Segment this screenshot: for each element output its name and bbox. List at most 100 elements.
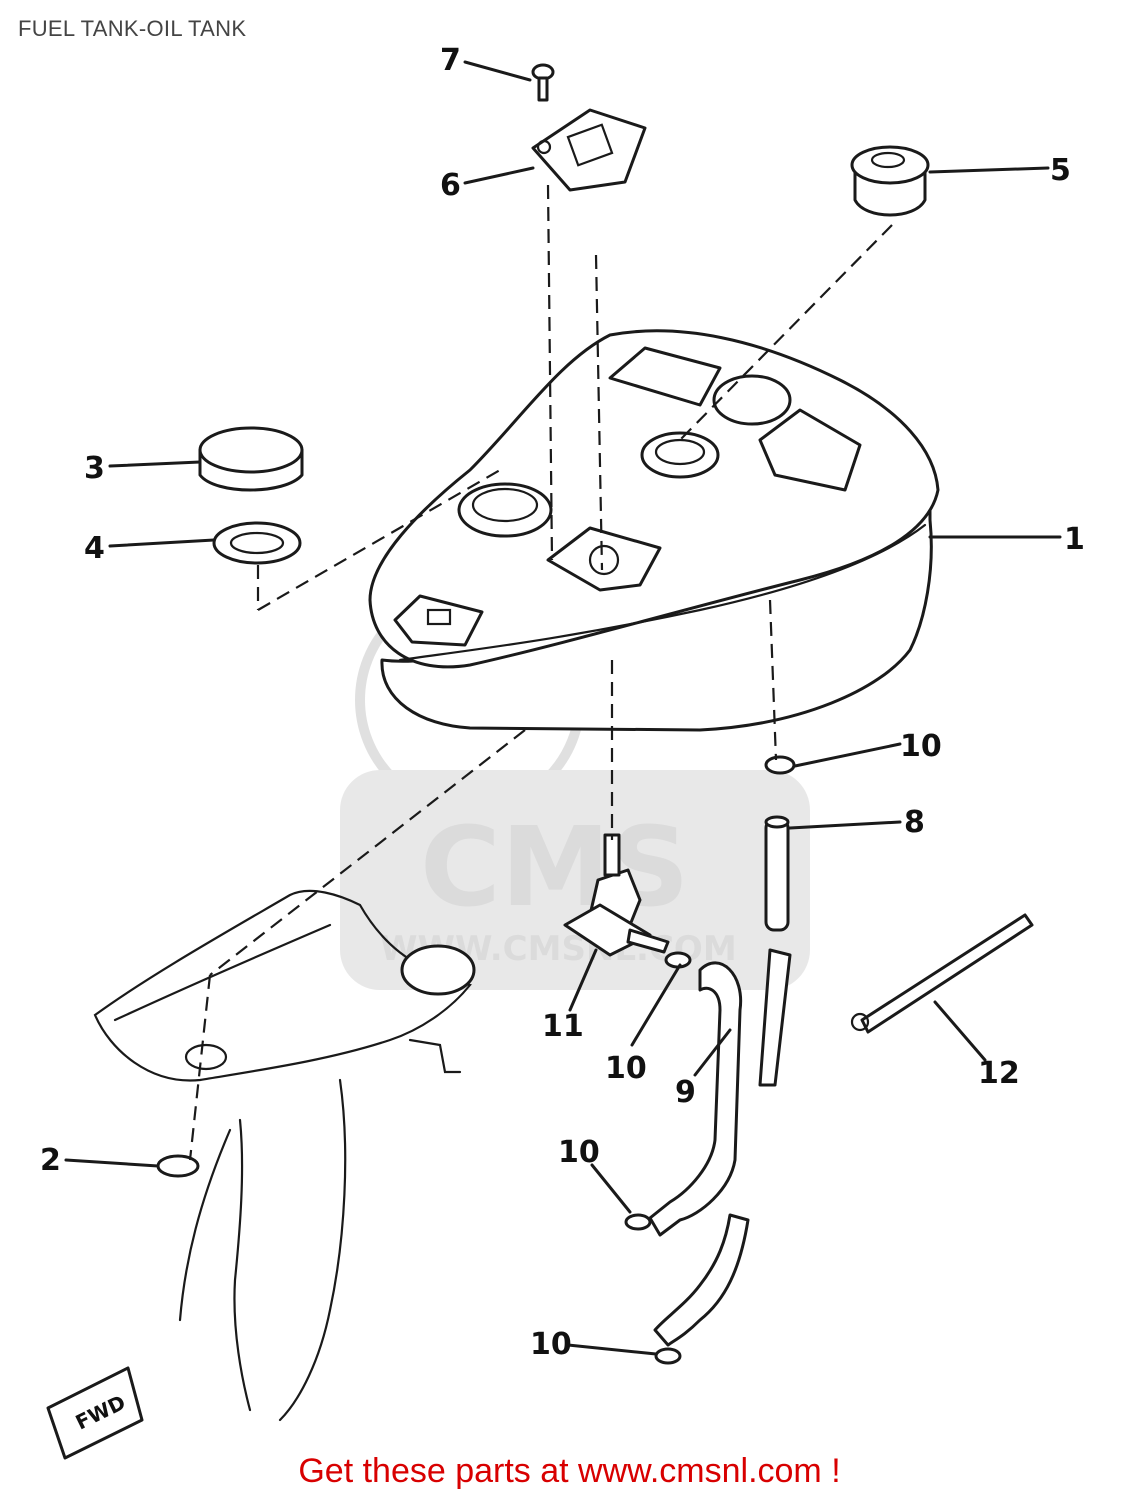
part-6-gauge-plate [531, 108, 647, 192]
fuel-oil-tank [368, 329, 940, 732]
leader-12 [933, 1000, 987, 1062]
leader-lines [64, 60, 1062, 1356]
part-8-hose [764, 815, 790, 932]
frame-upper [93, 889, 472, 1082]
frame-rib [113, 923, 332, 1022]
callout-10d: 10 [530, 1327, 572, 1362]
part-11-fuel-cock [563, 833, 670, 957]
leader-2 [64, 1158, 160, 1168]
hose-9-left [648, 961, 743, 1237]
hose-8 [764, 818, 790, 932]
assembly-lines [188, 184, 893, 1161]
leader-11 [568, 948, 598, 1012]
frame-tab [408, 1038, 462, 1074]
callout-2: 2 [40, 1143, 61, 1178]
assy-line-oil [257, 469, 501, 611]
frame-down-right [278, 1078, 347, 1422]
washer-4-inner [229, 531, 285, 555]
leader-5 [928, 166, 1050, 174]
hose-9-lower [653, 1213, 750, 1347]
frame-mount-boss [400, 944, 476, 996]
screw-7-shank [537, 76, 549, 102]
part-2-grommet [156, 1154, 200, 1178]
part-5-fuel-cap [850, 145, 930, 217]
part-12-strap [850, 913, 1034, 1034]
footer-link[interactable]: Get these parts at www.cmsnl.com ! [298, 1452, 841, 1490]
assy-line-grommet [188, 974, 212, 1161]
leader-6 [463, 166, 535, 185]
tank-gauge-mount [546, 526, 662, 592]
leader-10a [793, 742, 902, 768]
callout-8: 8 [904, 805, 925, 840]
watermark-logo-text: CMS [420, 803, 689, 931]
leader-4 [108, 538, 216, 548]
fuel-cock-11-filter [603, 833, 621, 877]
fwd-marker: FWD [46, 1366, 144, 1460]
assy-line-frame [209, 729, 526, 976]
leader-8 [788, 820, 902, 830]
callout-7: 7 [440, 43, 461, 78]
part-10-clips [624, 755, 796, 1365]
tank-oil-opening [457, 482, 553, 538]
clip-10-middle [624, 1213, 652, 1231]
fuel-cock-11-outlet [626, 928, 670, 954]
gauge-plate-6 [531, 108, 647, 192]
frame-down-rear [178, 1128, 232, 1322]
leader-10d [566, 1343, 658, 1356]
fuel-cap-5-top [850, 145, 930, 185]
frame-bolt-hole [184, 1043, 228, 1071]
callout-9: 9 [675, 1075, 696, 1110]
clip-10-lower [654, 1347, 682, 1365]
assy-line-gauge [594, 254, 604, 571]
cap-3-top [198, 426, 304, 474]
leader-10b [630, 963, 682, 1047]
leader-7 [463, 60, 532, 82]
hose-8-end [764, 815, 790, 829]
leader-10c [590, 1163, 632, 1214]
callout-5: 5 [1050, 153, 1071, 188]
watermark-badge [340, 770, 810, 990]
tank-pad-right [758, 408, 862, 492]
callout-12: 12 [978, 1056, 1020, 1091]
callout-10b: 10 [605, 1051, 647, 1086]
frame-outline [93, 889, 476, 1422]
callout-4: 4 [84, 531, 105, 566]
leader-9 [693, 1028, 732, 1077]
leader-3 [108, 460, 202, 468]
diagram-title: FUEL TANK-OIL TANK [18, 16, 247, 41]
callout-labels: 7 6 5 3 4 1 10 8 11 10 9 12 2 10 10 [40, 43, 1085, 1362]
tank-gauge-hole [588, 544, 620, 576]
tank-cap-boss [712, 374, 792, 426]
clip-10-upper [764, 755, 796, 775]
tank-fuel-opening-inner [654, 438, 706, 466]
part-4-washer [212, 521, 302, 565]
gauge-plate-6-window [566, 123, 614, 167]
frame-down-left [233, 1118, 252, 1412]
strap-12-eye [850, 1012, 870, 1032]
clip-10-cock [664, 951, 692, 969]
assy-line-fuel-cap [679, 224, 893, 441]
assy-line-hose [768, 599, 778, 761]
callout-10c: 10 [558, 1135, 600, 1170]
callout-10a: 10 [900, 729, 942, 764]
tank-pad-rear [608, 346, 722, 407]
grommet-2 [156, 1154, 200, 1178]
part-9-hoses [648, 948, 792, 1347]
hose-9-right-upper [758, 948, 792, 1087]
fwd-arrow-box [46, 1366, 144, 1460]
gauge-plate-6-screw-hole [536, 139, 552, 155]
tank-oil-opening-inner [471, 487, 539, 523]
watermark: CMS WWW.CMSNL.COM [340, 585, 810, 990]
fuel-cap-5-vent [870, 151, 906, 169]
callout-1: 1 [1064, 522, 1085, 557]
washer-4-outer [212, 521, 302, 565]
part-7-screw [531, 63, 555, 102]
tank-front-plate-slot [426, 608, 452, 626]
tank-front-plate [393, 594, 484, 647]
assy-line-plate [546, 184, 554, 561]
callout-3: 3 [84, 451, 105, 486]
callout-6: 6 [440, 168, 461, 203]
callout-11: 11 [542, 1009, 584, 1044]
